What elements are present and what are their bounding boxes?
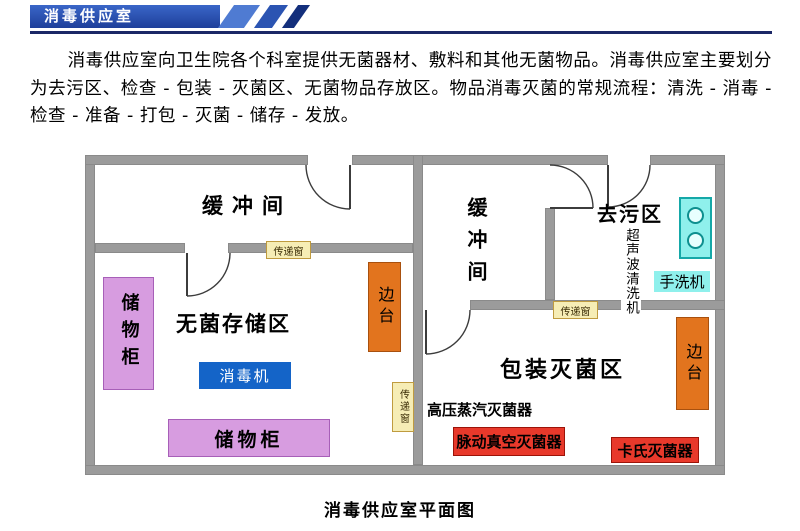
page-header-banner: 消毒供应室	[30, 5, 220, 28]
pass-window-label: 传递窗	[273, 246, 304, 258]
page-title: 消毒供应室	[44, 7, 135, 25]
room-label-packing-sterilization: 包装灭菌区	[500, 358, 626, 383]
cassette-sterilizer: 卡氏灭菌器	[611, 437, 699, 463]
wall-outer-top-segment	[650, 155, 725, 165]
autoclave-label: 高压蒸汽灭菌器	[427, 399, 533, 420]
storage-cabinet-bottom: 储物柜	[168, 419, 330, 457]
wall-interior-vertical-buffer	[545, 208, 555, 300]
floor-plan-caption: 消毒供应室平面图	[324, 501, 476, 521]
side-bench-right-label: 边台	[683, 342, 703, 385]
door-arc	[549, 164, 594, 209]
pass-through-window-top: 传递窗	[266, 241, 311, 259]
storage-cabinet-left: 储物柜	[103, 277, 154, 390]
wall-outer-top-segment	[352, 155, 608, 165]
hand-washer-label: 手洗机	[654, 271, 710, 292]
banner-stripe	[281, 5, 311, 28]
pulse-vacuum-sterilizer-label: 脉动真空灭菌器	[456, 433, 562, 451]
side-bench-right: 边台	[676, 317, 709, 410]
wall-interior-horizontal-left-segment	[228, 243, 413, 253]
ultrasonic-cleaner-label: 超声波清洗机	[621, 228, 641, 324]
disinfector-machine: 消毒机	[199, 362, 291, 389]
wall-outer-right	[715, 155, 725, 475]
sink-basin-icon	[687, 207, 704, 224]
banner-stripe	[217, 5, 261, 28]
pass-through-window-right: 传递窗	[553, 301, 598, 319]
intro-paragraph: 消毒供应室向卫生院各个科室提供无菌器材、敷料和其他无菌物品。消毒供应室主要划分为…	[30, 51, 772, 127]
pulse-vacuum-sterilizer: 脉动真空灭菌器	[453, 427, 565, 456]
hand-washer-unit	[679, 197, 712, 259]
pass-window-label: 传递窗	[397, 389, 409, 425]
door-arc	[425, 309, 471, 355]
wall-outer-top-segment	[85, 155, 308, 165]
side-bench-left: 边台	[368, 262, 401, 352]
hand-washer-label-text: 手洗机	[659, 273, 705, 291]
side-bench-left-label: 边台	[375, 286, 395, 328]
wall-interior-vertical-main	[413, 155, 423, 465]
wall-interior-horizontal-left-segment	[95, 243, 185, 253]
sink-basin-icon	[687, 232, 704, 249]
room-label-buffer-middle: 缓冲间	[464, 197, 488, 293]
pass-through-window-middle: 传递窗	[392, 382, 414, 432]
storage-cabinet-left-label: 储物柜	[118, 293, 140, 374]
cassette-sterilizer-label: 卡氏灭菌器	[617, 441, 693, 460]
room-label-decontamination: 去污区	[597, 202, 663, 226]
header-divider-rule	[30, 31, 772, 34]
wall-outer-bottom	[85, 465, 725, 475]
room-label-buffer-left: 缓冲间	[202, 194, 292, 218]
pass-window-label: 传递窗	[560, 306, 591, 318]
disinfector-label: 消毒机	[219, 367, 271, 385]
door-arc	[186, 252, 231, 297]
wall-outer-left	[85, 155, 95, 475]
storage-cabinet-bottom-label: 储物柜	[214, 428, 284, 451]
room-label-sterile-storage: 无菌存储区	[176, 312, 291, 336]
banner-stripes-decoration	[217, 5, 311, 28]
door-arc	[305, 164, 351, 210]
